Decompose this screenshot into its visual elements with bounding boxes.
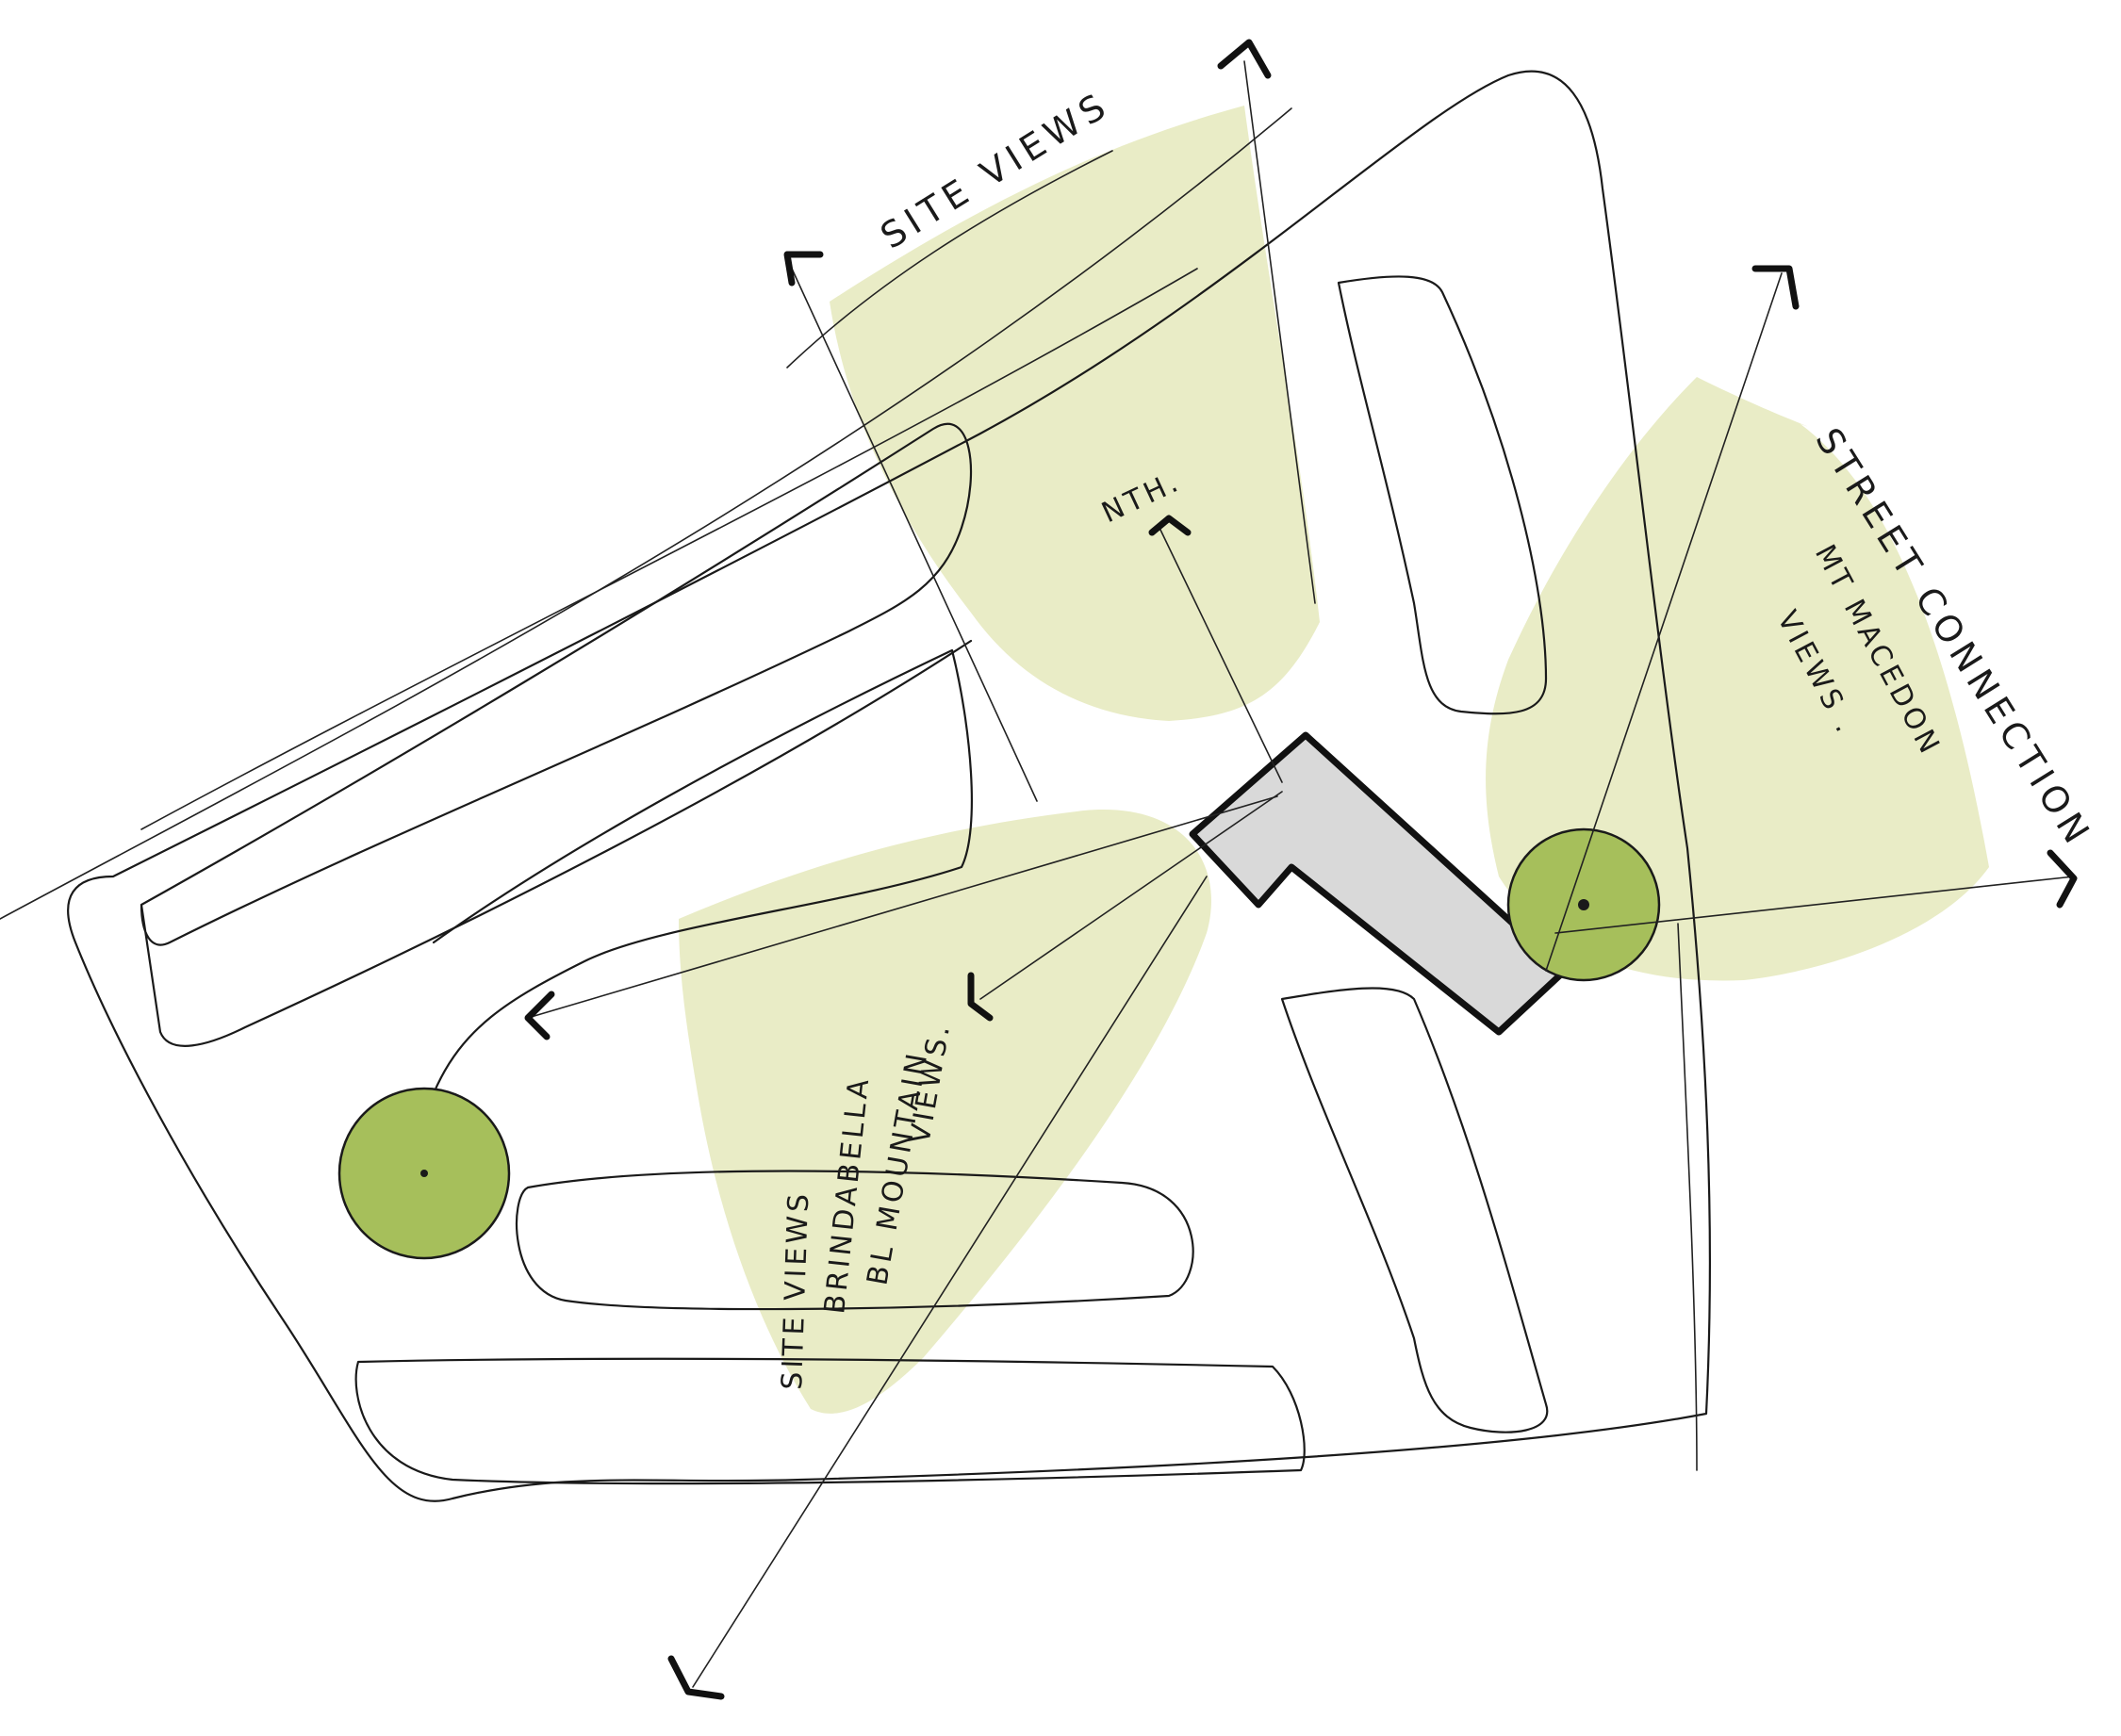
street-line-inner [140, 268, 1198, 830]
label-sw-line1: SITE VIEWS [776, 1189, 815, 1390]
axis-west [527, 795, 1278, 1019]
axis-northeast [1545, 272, 1783, 972]
arrowhead-north [1217, 39, 1272, 79]
tree-east-center [1578, 899, 1589, 910]
axis-southwest-center [979, 791, 1283, 1000]
view-cone-southwest [679, 810, 1211, 1414]
site-views-arc [786, 150, 1113, 368]
block-upper-left [140, 422, 973, 1047]
access-road-line [1677, 923, 1698, 1471]
arrowhead-southwest-center [967, 972, 994, 1022]
block-bottom [354, 1357, 1306, 1485]
arrowhead-northeast [1751, 265, 1800, 310]
site-boundary [67, 70, 1712, 1502]
block-upper-right [1337, 275, 1548, 715]
block-center-left [432, 648, 973, 1147]
view-cone-east [1486, 377, 1989, 981]
block-lower-pill [515, 1170, 1194, 1311]
axis-southwest [692, 876, 1208, 1688]
arrowhead-northwest [783, 251, 824, 287]
building-footprint [1189, 731, 1569, 1036]
axis-northwest [791, 268, 1038, 802]
arrowhead-nth [1148, 515, 1192, 536]
view-cone-north [830, 106, 1320, 721]
arrowhead-southwest [667, 1655, 725, 1700]
arrowhead-east [2047, 849, 2078, 909]
axis-north [1243, 60, 1316, 604]
axis-east [1554, 876, 2075, 934]
street-line-outer [0, 107, 1292, 920]
arrowhead-west [524, 991, 555, 1040]
axis-nth [1159, 527, 1283, 783]
block-lower-right [1280, 987, 1549, 1433]
tree-west-center [420, 1170, 428, 1177]
